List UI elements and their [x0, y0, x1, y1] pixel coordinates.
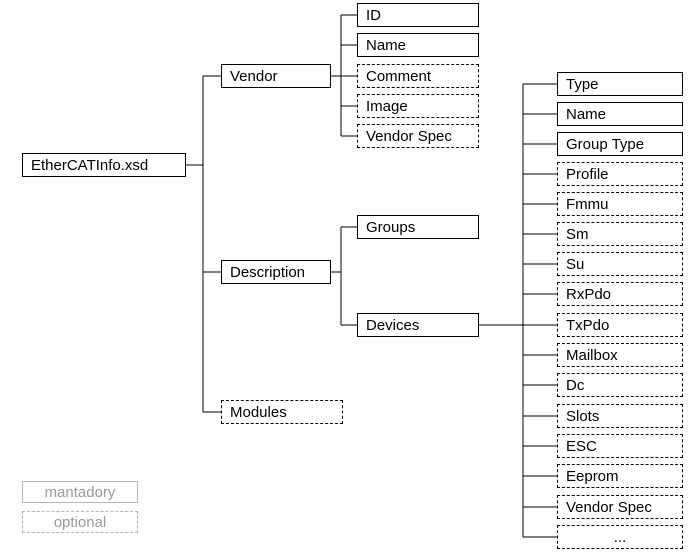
node-device-group-type: Group Type	[557, 132, 683, 156]
node-device-fmmu: Fmmu	[557, 192, 683, 216]
node-device-name: Name	[557, 102, 683, 126]
node-groups: Groups	[357, 215, 479, 239]
node-device-su: Su	[557, 252, 683, 276]
node-root: EtherCATInfo.xsd	[22, 153, 186, 177]
node-vendor: Vendor	[221, 64, 331, 88]
node-devices: Devices	[357, 313, 479, 337]
node-device-slots: Slots	[557, 404, 683, 428]
node-device-mailbox: Mailbox	[557, 343, 683, 367]
node-device-profile: Profile	[557, 162, 683, 186]
node-device-type: Type	[557, 72, 683, 96]
node-modules: Modules	[221, 400, 343, 424]
node-description: Description	[221, 260, 331, 284]
node-device-rxpdo: RxPdo	[557, 282, 683, 306]
legend-mandatory: mantadory	[22, 481, 138, 503]
node-device-dc: Dc	[557, 373, 683, 397]
node-vendor-id: ID	[357, 3, 479, 27]
node-device-txpdo: TxPdo	[557, 313, 683, 337]
node-vendor-image: Image	[357, 94, 479, 118]
node-device-eeprom: Eeprom	[557, 464, 683, 488]
node-device-sm: Sm	[557, 222, 683, 246]
node-device-esc: ESC	[557, 434, 683, 458]
node-vendor-vendor-spec: Vendor Spec	[357, 124, 479, 148]
node-device-vendor-spec: Vendor Spec	[557, 495, 683, 519]
node-vendor-name: Name	[357, 33, 479, 57]
node-device-ellipsis: ...	[557, 525, 683, 549]
legend-optional: optional	[22, 511, 138, 533]
node-vendor-comment: Comment	[357, 64, 479, 88]
